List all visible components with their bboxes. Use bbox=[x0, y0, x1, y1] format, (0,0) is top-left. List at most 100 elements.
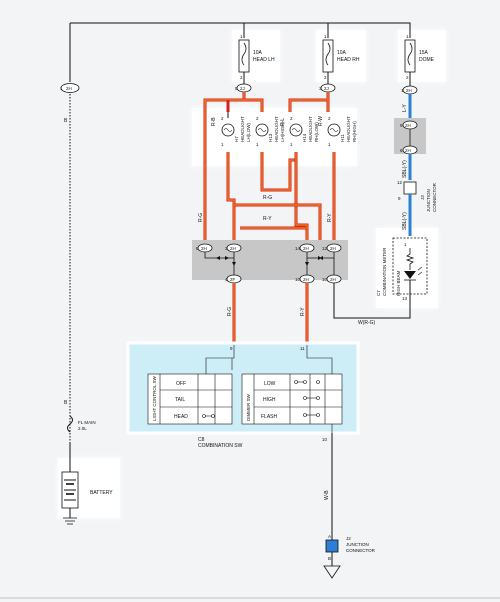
svg-text:A: A bbox=[328, 534, 331, 539]
svg-text:2H: 2H bbox=[66, 86, 72, 91]
cs-code: C8 bbox=[198, 437, 205, 443]
headlight-h13: 2 1 H13 HEADLIGHT LH(HIGH) bbox=[255, 116, 285, 147]
wire-label-r-g-cross: R-G bbox=[263, 195, 272, 201]
svg-text:FL MAIN: FL MAIN bbox=[78, 420, 96, 425]
svg-text:HEADLIGHT: HEADLIGHT bbox=[308, 116, 313, 142]
top-bus-drops bbox=[243, 23, 329, 38]
headlight-lh-feeders bbox=[203, 92, 264, 245]
fuse-lh-name: HEAD LH bbox=[253, 57, 275, 63]
svg-text:LH(HIGH): LH(HIGH) bbox=[280, 121, 285, 142]
svg-text:1: 1 bbox=[221, 142, 224, 147]
combination-meter: 1 13 C7 COMBINATION METER HIGH BEAM bbox=[376, 237, 428, 301]
fuse-dome-name: DOME bbox=[419, 57, 435, 63]
svg-text:12: 12 bbox=[397, 180, 403, 185]
connector-head-rh-out: 3 2J bbox=[319, 83, 336, 93]
svg-text:1: 1 bbox=[256, 142, 259, 147]
meter-panel bbox=[376, 228, 438, 308]
svg-text:HEAD: HEAD bbox=[174, 414, 188, 420]
fuse-rh-pin-top: 1 bbox=[324, 34, 327, 39]
svg-text:3: 3 bbox=[319, 86, 322, 91]
wire-label-r-g-lower: R-G bbox=[227, 307, 233, 316]
svg-text:2: 2 bbox=[256, 116, 259, 121]
svg-text:H14: H14 bbox=[302, 133, 307, 142]
svg-text:R-B: R-B bbox=[211, 117, 217, 126]
headlight-rh-feeders bbox=[288, 92, 330, 112]
svg-text:J3: J3 bbox=[420, 195, 425, 200]
svg-text:5: 5 bbox=[235, 86, 238, 91]
svg-text:2H: 2H bbox=[330, 246, 336, 251]
wire-label-r-y-lower: R-Y bbox=[300, 307, 306, 316]
svg-text:1: 1 bbox=[328, 142, 331, 147]
connector-top-left: 1 2H bbox=[60, 83, 80, 93]
battery-label: BATTERY bbox=[90, 490, 113, 496]
svg-text:10: 10 bbox=[295, 277, 301, 282]
fuse-rh-pin-bottom: 2 bbox=[324, 75, 327, 80]
svg-text:1: 1 bbox=[60, 86, 63, 91]
svg-text:JUNCTION: JUNCTION bbox=[426, 189, 431, 212]
svg-text:10: 10 bbox=[322, 277, 328, 282]
svg-text:2J: 2J bbox=[240, 86, 245, 91]
svg-text:12: 12 bbox=[322, 246, 328, 251]
svg-text:HEADLIGHT: HEADLIGHT bbox=[346, 116, 351, 142]
jb-internal-diodes bbox=[204, 252, 335, 275]
svg-text:6: 6 bbox=[400, 148, 403, 153]
junction-block bbox=[192, 240, 348, 280]
svg-text:B: B bbox=[328, 556, 331, 561]
connector-dome-out: 1 2H bbox=[401, 85, 418, 95]
svg-text:2H: 2H bbox=[201, 246, 207, 251]
switch-feed-wires bbox=[232, 283, 411, 345]
svg-text:9: 9 bbox=[400, 123, 403, 128]
svg-text:2H: 2H bbox=[230, 246, 236, 251]
fuse-dome-pin-top: 1 bbox=[406, 34, 409, 39]
fuse-lh-rating: 10A bbox=[253, 50, 263, 56]
svg-text:2H: 2H bbox=[330, 277, 336, 282]
svg-text:CONNECTOR: CONNECTOR bbox=[346, 548, 376, 553]
svg-text:1: 1 bbox=[404, 242, 407, 247]
cs-pin-9: 9 bbox=[230, 346, 233, 351]
svg-text:LIGHT CONTROL SW: LIGHT CONTROL SW bbox=[152, 375, 157, 421]
svg-text:1: 1 bbox=[401, 88, 404, 93]
svg-text:2H: 2H bbox=[405, 123, 411, 128]
svg-text:H7: H7 bbox=[234, 136, 239, 142]
ground-symbol-right bbox=[323, 565, 341, 579]
svg-text:2H: 2H bbox=[303, 246, 309, 251]
svg-text:2J: 2J bbox=[324, 86, 329, 91]
jb-top-connectors: 8 2H 3 2H 14 2H 12 2H bbox=[196, 243, 342, 253]
top-bus-wire bbox=[70, 22, 411, 38]
svg-text:TAIL: TAIL bbox=[175, 397, 185, 403]
svg-text:LOW: LOW bbox=[264, 381, 276, 387]
svg-text:R-L: R-L bbox=[280, 118, 286, 126]
light-control-switch: LIGHT CONTROL SW OFF TAIL HEAD bbox=[147, 373, 233, 425]
svg-text:13: 13 bbox=[402, 296, 408, 301]
svg-text:J2: J2 bbox=[346, 536, 351, 541]
svg-text:1: 1 bbox=[290, 142, 293, 147]
wire-label-l-y: L-Y bbox=[402, 104, 408, 112]
svg-text:FLASH: FLASH bbox=[261, 414, 278, 420]
fuse-dome-rating: 15A bbox=[419, 50, 429, 56]
svg-text:LH(LOW): LH(LOW) bbox=[246, 122, 251, 142]
svg-text:HEADLIGHT: HEADLIGHT bbox=[274, 116, 279, 142]
cs-pin-10: 10 bbox=[322, 437, 328, 442]
svg-text:R-W: R-W bbox=[318, 116, 324, 126]
svg-text:2: 2 bbox=[221, 116, 224, 121]
junction-j3-label: J3 JUNCTION CONNECTOR bbox=[420, 182, 437, 212]
svg-text:8: 8 bbox=[196, 246, 199, 251]
fuse-head-lh: 1 2 10A HEAD LH bbox=[238, 34, 275, 80]
svg-text:C7: C7 bbox=[376, 290, 381, 296]
svg-text:HIGH BEAM: HIGH BEAM bbox=[396, 270, 401, 296]
wire-label-r-g-left: R-G bbox=[198, 213, 204, 222]
cs-name: COMBINATION SW bbox=[198, 443, 243, 449]
headlights-panel bbox=[192, 108, 357, 166]
fuse-lh-pin-top: 1 bbox=[240, 34, 243, 39]
fuse-dome-pin-bottom: 2 bbox=[406, 75, 409, 80]
fl-main-fuse: FL MAIN 2.0L bbox=[67, 415, 96, 433]
fuse-head-rh: 1 2 10A HEAD RH bbox=[322, 34, 360, 80]
svg-text:3: 3 bbox=[225, 246, 228, 251]
headlight-h14: 2 1 H14 HEADLIGHT RH(LOW) R-L bbox=[280, 116, 319, 147]
svg-text:JUNCTION: JUNCTION bbox=[346, 542, 369, 547]
svg-text:4: 4 bbox=[225, 277, 228, 282]
svg-text:DIMMER SW: DIMMER SW bbox=[246, 394, 251, 422]
headlight-h7: 2 1 H7 HEADLIGHT LH(LOW) R-B bbox=[211, 112, 251, 147]
svg-text:CONNECTOR: CONNECTOR bbox=[432, 182, 437, 212]
